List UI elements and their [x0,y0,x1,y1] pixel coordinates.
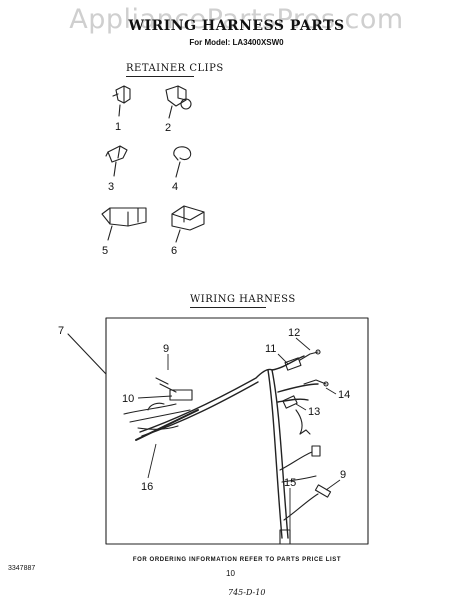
callout-9-bottom: 9 [340,469,346,481]
clip-label-6: 6 [171,245,177,257]
callout-11: 11 [265,343,276,355]
retainer-clips-underline [126,76,194,77]
watermark-text: AppliancePartsPros.com [69,4,404,35]
harness-frame [105,317,369,545]
callout-14: 14 [338,389,350,401]
clip-label-2: 2 [165,122,171,134]
handwritten-note: 745-D-10 [228,588,266,597]
callout-7: 7 [58,325,64,337]
callout-13: 13 [308,406,320,418]
wiring-harness-underline [190,307,266,308]
retainer-clip-4[interactable] [173,146,192,178]
callout-16: 16 [141,481,153,493]
harness-callout-labels: 7 9 10 11 12 13 14 15 9 16 [58,325,350,493]
callout-10: 10 [122,393,134,405]
callout-9-top: 9 [163,343,169,355]
retainer-clip-1[interactable] [112,85,131,117]
wiring-harness-heading: WIRING HARNESS [190,294,296,305]
retainer-clip-2[interactable] [165,85,192,119]
ordering-note: FOR ORDERING INFORMATION REFER TO PARTS … [132,557,342,563]
retainer-clip-6[interactable] [171,205,205,243]
document-number: 3347887 [8,565,36,572]
page-title: WIRING HARNESS PARTS [128,18,345,34]
clip-number-labels: 1 2 3 4 5 6 [102,121,178,257]
callout-15: 15 [284,477,296,489]
retainer-clip-5[interactable] [101,207,147,241]
harness-connector-10 [169,389,193,401]
clip-label-5: 5 [102,245,108,257]
clip-label-3: 3 [108,181,114,193]
page-number: 10 [226,569,235,578]
retainer-clip-3[interactable] [105,145,128,177]
retainer-clips-heading: RETAINER CLIPS [126,63,224,74]
clip-label-1: 1 [115,121,121,133]
callout-12: 12 [288,327,300,339]
clip-label-4: 4 [172,181,178,193]
model-number: For Model: LA3400XSW0 [189,38,284,47]
